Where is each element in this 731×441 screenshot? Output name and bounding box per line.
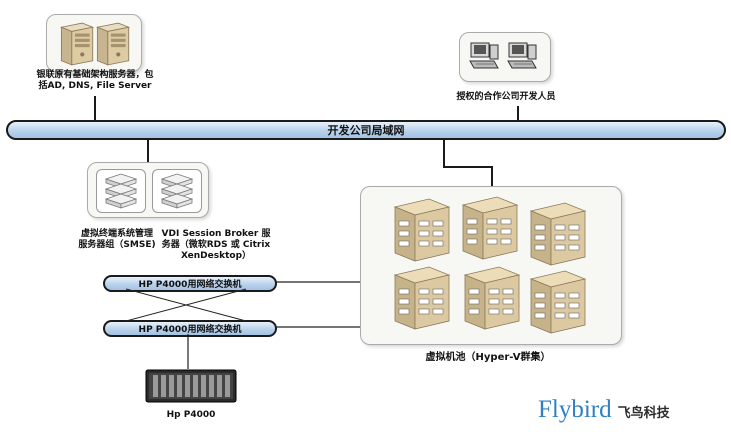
vm-pool-label: 虚拟机池（Hyper-V群集） [425,352,551,363]
brand-logo: Flybird 飞鸟科技 [538,396,698,426]
lan-to-pool-line-h [443,166,493,168]
lan-to-pool-line-v2 [491,166,493,186]
partner-to-lan-line [517,106,519,120]
smse-label: 虚拟终端系统管理服务器组（SMSE) [78,229,156,250]
virtual-host-icon [391,197,453,263]
storage-label: Hp P4000 [166,410,216,420]
switch-2: HP P4000用网络交换机 [103,320,277,337]
virtual-host-icon [527,201,589,267]
switch-1: HP P4000用网络交换机 [103,275,277,292]
brand-latin: Flybird [538,396,612,423]
infra-server-box [46,14,142,72]
broker-label: VDI Session Broker 服务器（微软RDS 或 Citrix Xe… [161,229,271,261]
smse-tile [96,169,146,213]
virtual-host-icon [459,195,521,261]
virtual-host-icon [527,269,589,335]
lan-to-pool-line-v1 [443,138,445,168]
brand-cjk: 飞鸟科技 [617,406,670,421]
infra-server-label: 银联原有基础架构服务器，包括AD, DNS, File Server [36,70,154,91]
smse-server-box [87,162,209,218]
lan-backbone: 开发公司局域网 [6,120,726,140]
lan-label: 开发公司局域网 [327,124,405,137]
storage-array-icon [145,369,237,403]
virtual-host-icon [391,265,453,331]
partner-developer-label: 授权的合作公司开发人员 [456,92,556,102]
partner-workstation-box [459,32,551,82]
vm-pool-box [360,186,622,345]
switch-1-label: HP P4000用网络交换机 [138,280,242,290]
switch-2-label: HP P4000用网络交换机 [138,325,242,335]
virtual-host-icon [461,265,523,331]
lan-to-smse-line [147,138,149,162]
infra-to-lan-line [94,96,96,120]
broker-tile [152,169,202,213]
